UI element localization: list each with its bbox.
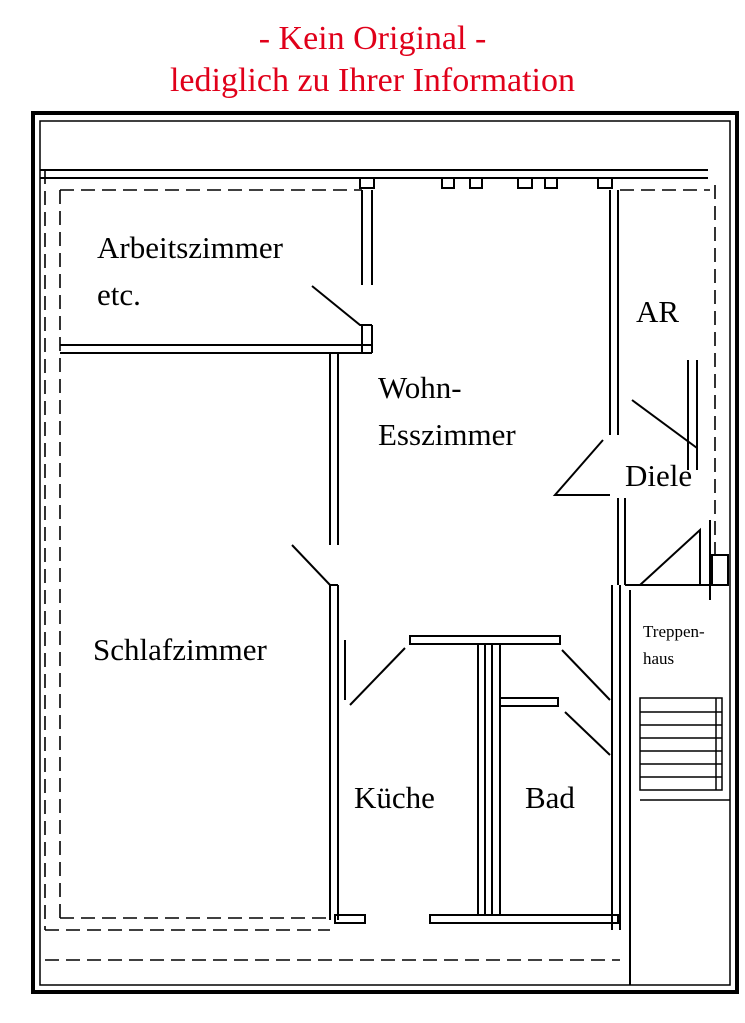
kitchen-bath-walls <box>334 635 619 924</box>
dashed-exterior-walls <box>44 170 716 961</box>
label-treppenhaus-2: haus <box>643 649 674 668</box>
bedroom-wall <box>291 353 339 920</box>
label-kueche: Küche <box>354 780 435 815</box>
inner-frame <box>39 120 731 986</box>
label-esszimmer: Esszimmer <box>378 417 516 452</box>
notice-line-1: - Kein Original - <box>258 20 487 57</box>
study-walls <box>60 190 373 354</box>
notice-line-2: lediglich zu Ihrer Information <box>169 62 575 99</box>
label-schlafzimmer: Schlafzimmer <box>93 632 268 667</box>
hall-walls <box>552 190 729 985</box>
outer-frame <box>31 111 739 994</box>
label-arbeitszimmer-etc: etc. <box>97 277 141 312</box>
label-bad: Bad <box>525 780 575 815</box>
label-diele: Diele <box>625 458 692 493</box>
label-arbeitszimmer: Arbeitszimmer <box>97 230 284 265</box>
staircase <box>639 697 730 801</box>
label-wohn: Wohn- <box>378 370 462 405</box>
label-treppenhaus-1: Treppen- <box>643 622 705 641</box>
label-ar: AR <box>636 294 679 329</box>
top-wall <box>40 169 708 189</box>
